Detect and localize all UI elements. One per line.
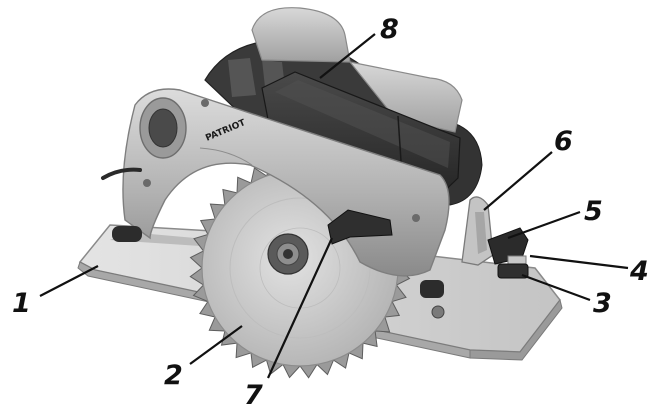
leader-line-3 — [521, 273, 591, 302]
callout-4: 4 — [629, 256, 649, 287]
leader-line-8 — [319, 33, 376, 79]
leader-line-2 — [189, 325, 243, 365]
power-cord — [101, 167, 142, 180]
callout-3: 3 — [593, 288, 612, 319]
spindle-lock-lever — [327, 209, 393, 245]
leader-line-5 — [507, 210, 581, 240]
main-handle — [251, 7, 463, 133]
rip-fence-lock — [487, 227, 529, 265]
callout-2: 2 — [164, 360, 183, 391]
leader-line-1 — [39, 265, 99, 297]
callout-7: 7 — [244, 380, 263, 410]
callout-8: 8 — [380, 14, 399, 45]
blade-arbor — [267, 233, 309, 275]
leader-line-6 — [483, 151, 553, 211]
leader-line-4 — [529, 254, 629, 270]
callout-1: 1 — [12, 288, 31, 319]
callout-5: 5 — [584, 196, 603, 227]
rear-pivot-knob — [112, 226, 142, 242]
leader-line-7 — [266, 237, 334, 379]
front-bevel-bracket — [461, 196, 494, 266]
bevel-lock-lever — [497, 263, 529, 279]
leader-lines — [39, 33, 629, 379]
callout-6: 6 — [554, 126, 573, 157]
front-depth-knob — [420, 280, 445, 319]
callout-labels: 1 2 3 4 5 6 7 8 — [12, 14, 649, 410]
